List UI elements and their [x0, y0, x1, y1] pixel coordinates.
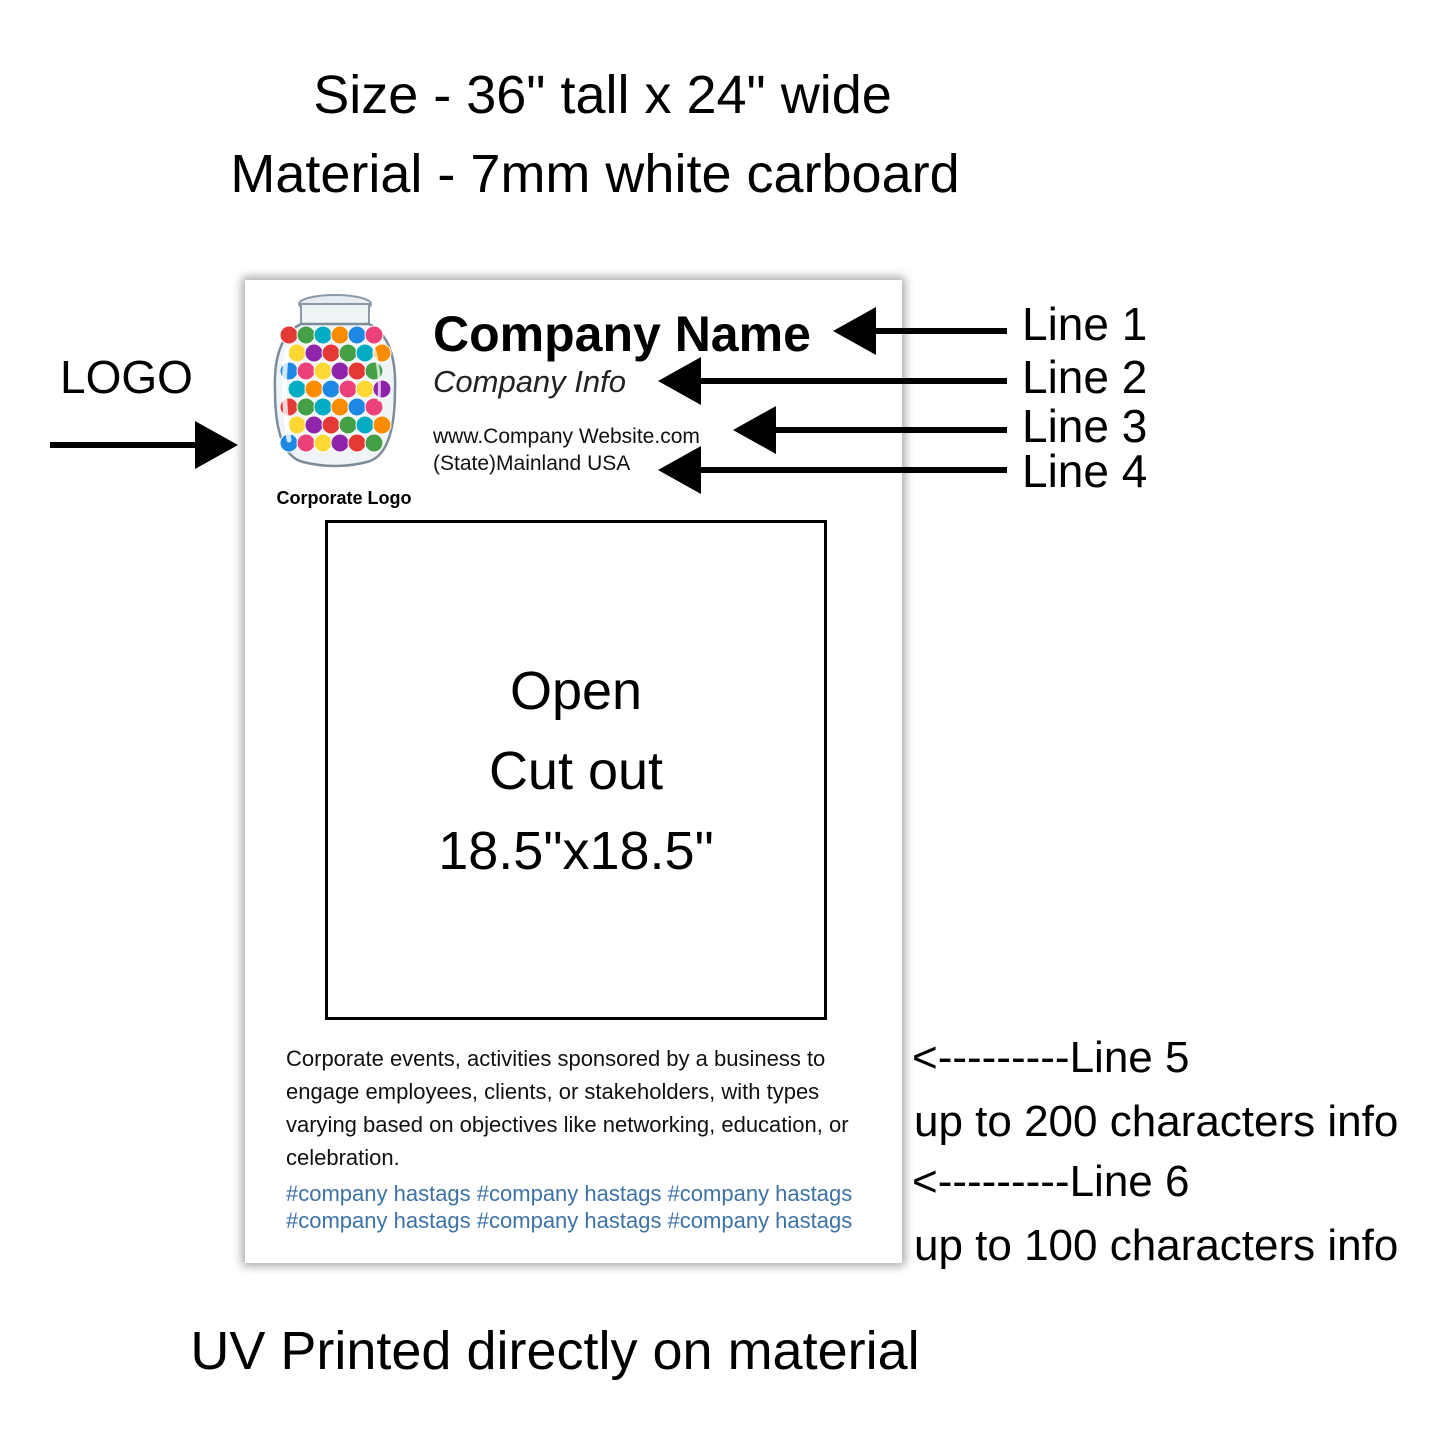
candy-icon	[287, 379, 307, 399]
candy-icon	[321, 415, 341, 435]
candy-icon	[313, 433, 333, 453]
cutout-line-label: Cut out	[488, 741, 664, 801]
line1-label: Line 1	[1022, 298, 1148, 350]
company-website: www.Company Website.com	[433, 425, 700, 448]
candy-icon	[355, 415, 375, 435]
candy-icon	[304, 415, 324, 435]
candy-icon	[330, 325, 350, 345]
line5-label: <---------Line 5	[912, 1033, 1190, 1082]
candy-icon	[338, 415, 358, 435]
candy-icon	[347, 325, 367, 345]
candy-icon	[296, 325, 316, 345]
candy-icon	[296, 361, 316, 381]
candy-icon	[313, 361, 333, 381]
hashtags: #company hastags #company hastags #compa…	[286, 1180, 896, 1234]
candy-icon	[330, 361, 350, 381]
size-heading: Size - 36" tall x 24" wide	[313, 65, 892, 125]
corporate-logo: Corporate Logo	[255, 290, 413, 508]
material-heading: Material - 7mm white carboard	[230, 144, 960, 204]
candy-icon	[338, 343, 358, 363]
candy-icon	[304, 343, 324, 363]
company-info: Company Info	[433, 364, 626, 399]
candy-icon	[347, 397, 367, 417]
cutout-area: Open Cut out 18.5"x18.5"	[325, 520, 827, 1020]
candy-icon	[296, 397, 316, 417]
logo-caption: Corporate Logo	[276, 488, 412, 508]
company-name: Company Name	[433, 306, 811, 362]
line4-label: Line 4	[1022, 445, 1148, 497]
candy-icon	[338, 379, 358, 399]
candy-icon	[355, 343, 375, 363]
candy-icon	[355, 379, 375, 399]
footer-heading: UV Printed directly on material	[190, 1321, 920, 1381]
logo-arrow-icon	[50, 421, 238, 469]
candy-icon	[296, 433, 316, 453]
logo-label: LOGO	[60, 351, 193, 403]
candy-icon	[330, 433, 350, 453]
line3-label: Line 3	[1022, 400, 1148, 452]
candy-icon	[347, 433, 367, 453]
candy-icon	[287, 343, 307, 363]
cutout-line-size: 18.5"x18.5"	[438, 821, 714, 881]
candy-icon	[372, 415, 392, 435]
cutout-line-open: Open	[509, 661, 643, 721]
candy-icon	[321, 379, 341, 399]
candy-icon	[321, 343, 341, 363]
candy-icon	[304, 379, 324, 399]
candy-icon	[330, 397, 350, 417]
candy-icon	[372, 379, 392, 399]
candy-icon	[313, 397, 333, 417]
hashtags-line: #company hastags #company hastags #compa…	[286, 1208, 853, 1233]
line5-note: up to 200 characters info	[914, 1097, 1399, 1146]
sign-board: Corporate Logo Company Name Company Info…	[245, 280, 902, 1263]
line2-label: Line 2	[1022, 351, 1148, 403]
candy-jar-icon	[273, 294, 397, 468]
hashtags-line: #company hastags #company hastags #compa…	[286, 1181, 853, 1206]
description-text: Corporate events, activities sponsored b…	[286, 1046, 849, 1170]
company-location: (State)Mainland USA	[433, 452, 631, 475]
candy-icon	[313, 325, 333, 345]
candy-icon	[364, 325, 384, 345]
candy-icon	[364, 433, 384, 453]
candy-icon	[279, 325, 299, 345]
candy-icon	[287, 415, 307, 435]
candy-icon	[364, 397, 384, 417]
candy-icon	[347, 361, 367, 381]
line6-label: <---------Line 6	[912, 1157, 1190, 1206]
line6-note: up to 100 characters info	[914, 1221, 1399, 1270]
